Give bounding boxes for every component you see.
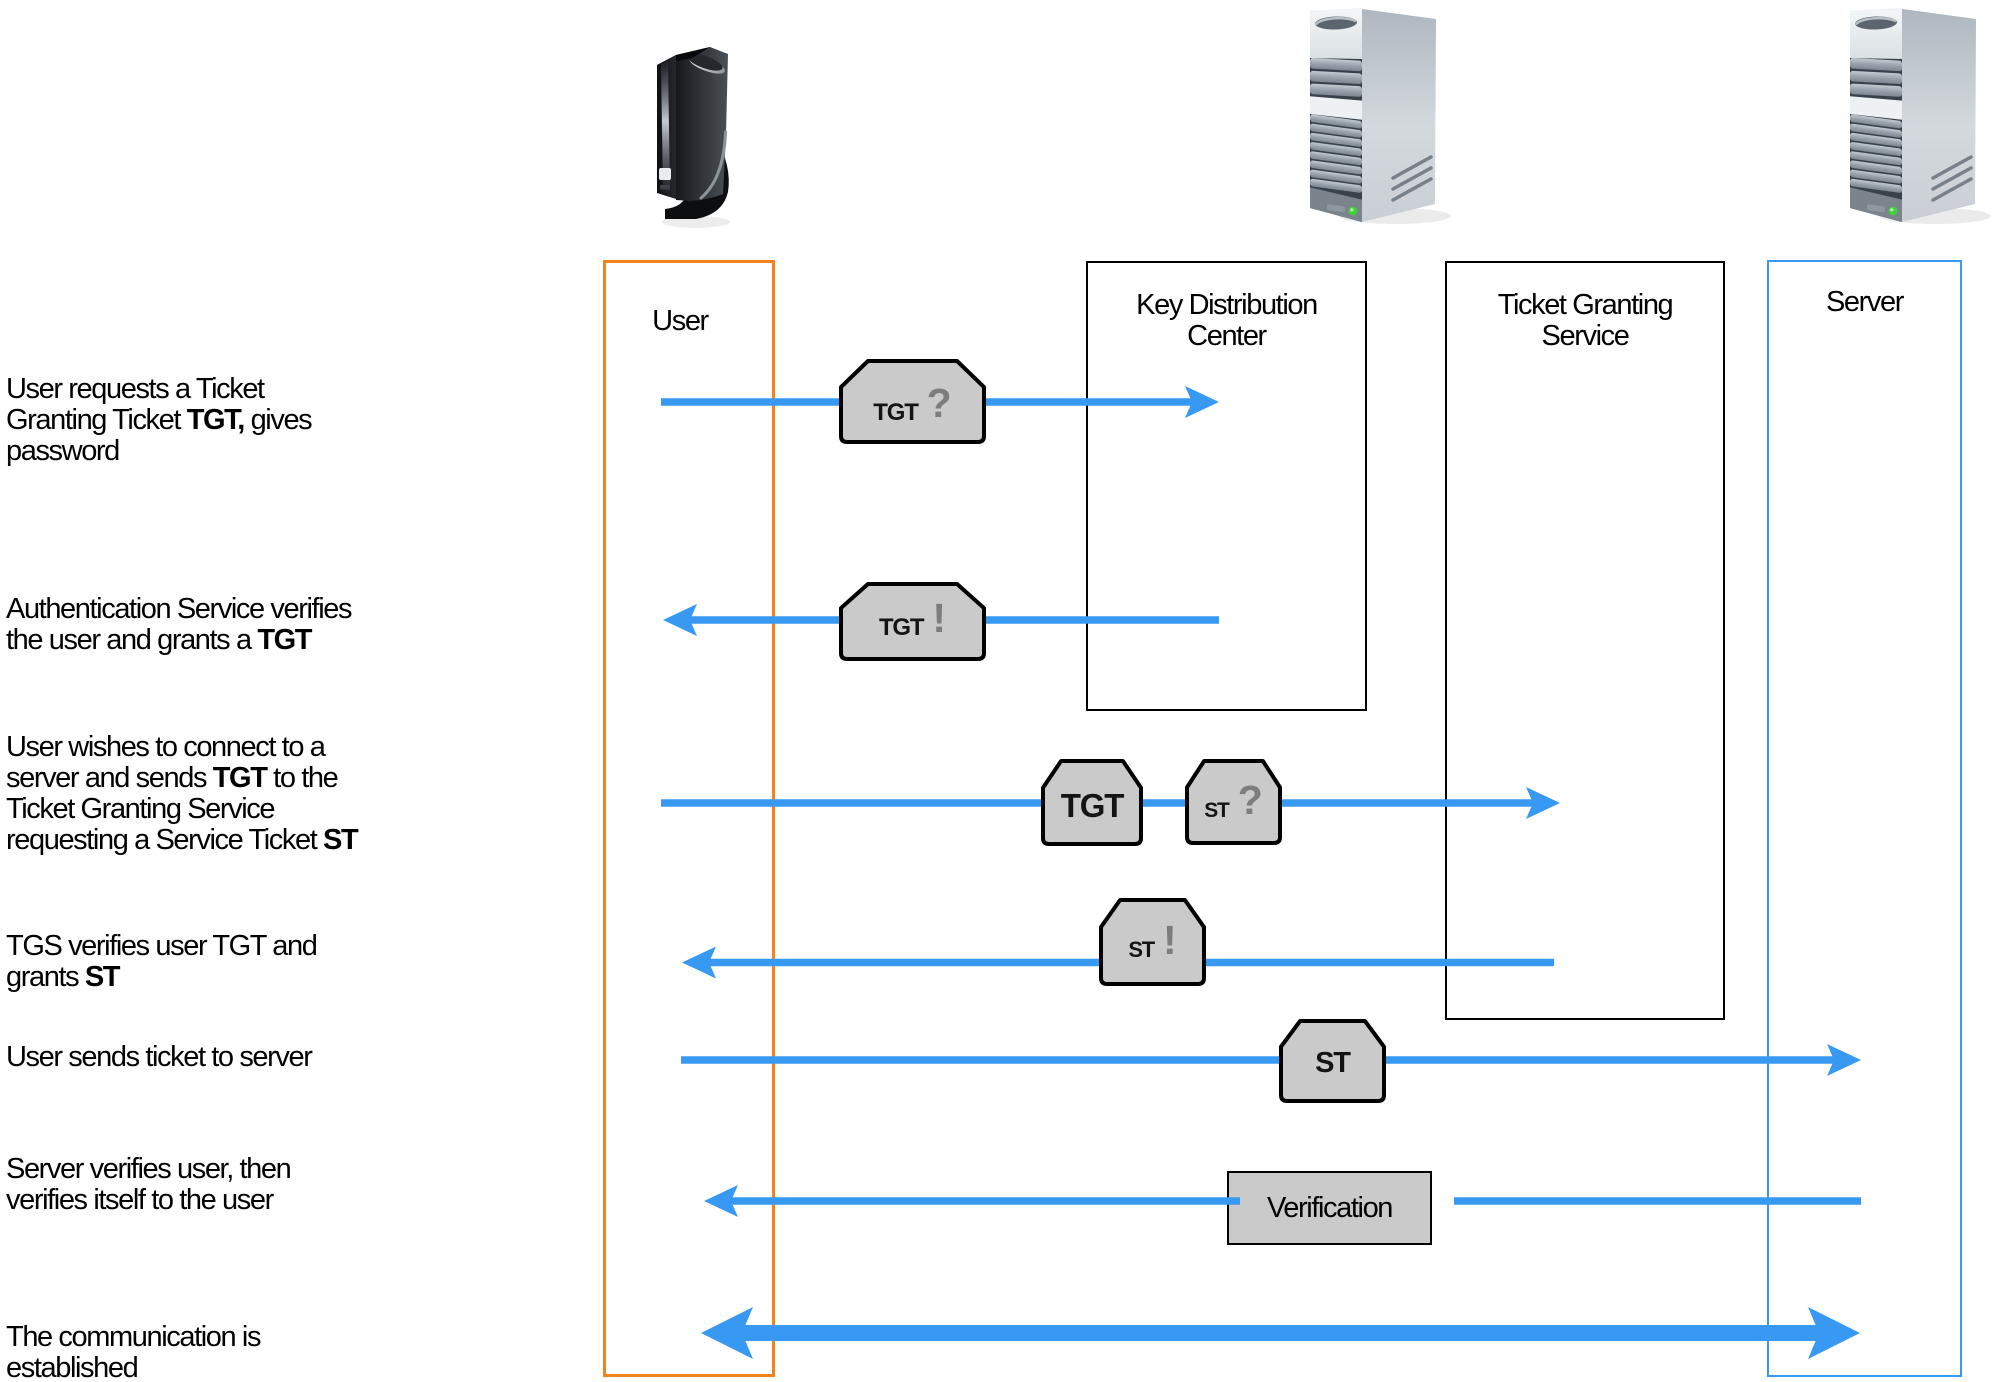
ticket-tgt-request: TGT? xyxy=(839,359,986,444)
server-lane xyxy=(1767,260,1962,1377)
arrow-communication-established xyxy=(701,1307,1860,1359)
ticket-label: TGT xyxy=(878,614,925,641)
ticket-label: ST xyxy=(1204,799,1230,822)
user-computer-icon xyxy=(650,44,736,230)
question-mark-icon: ? xyxy=(1237,777,1263,823)
kdc-box xyxy=(1086,261,1367,711)
ticket-label: TGT xyxy=(873,399,919,426)
user-lane xyxy=(603,260,775,1377)
tgs-box-label: Ticket Granting Service xyxy=(1497,289,1674,352)
server-lane-label: Server xyxy=(1825,286,1904,318)
ticket-tgt: TGT xyxy=(1041,759,1143,846)
server-icon xyxy=(1843,8,1991,230)
verification-label: Verification xyxy=(1266,1191,1393,1224)
exclamation-mark-icon: ! xyxy=(932,595,947,641)
ticket-st-granted: ST! xyxy=(1099,898,1206,986)
ticket-tgt-granted: TGT! xyxy=(839,582,986,661)
question-mark-icon: ? xyxy=(926,380,952,426)
arrow-send-st-to-server xyxy=(681,1044,1861,1076)
kdc-box-label: Key Distribution Center xyxy=(1136,289,1318,352)
exclamation-mark-icon: ! xyxy=(1163,917,1177,963)
ticket-st-request: ST? xyxy=(1185,759,1282,845)
ticket-st: ST xyxy=(1279,1019,1386,1103)
ticket-label: TGT xyxy=(1060,787,1125,824)
tgs-box xyxy=(1445,261,1725,1020)
kdc-server-icon xyxy=(1303,8,1451,230)
ticket-label: ST xyxy=(1315,1047,1351,1079)
ticket-label: ST xyxy=(1128,937,1155,962)
user-lane-label: User xyxy=(652,305,709,337)
step-text-send-ticket-to-server: User sends ticket to server xyxy=(6,1041,313,1073)
verification-box: Verification xyxy=(1227,1171,1432,1245)
